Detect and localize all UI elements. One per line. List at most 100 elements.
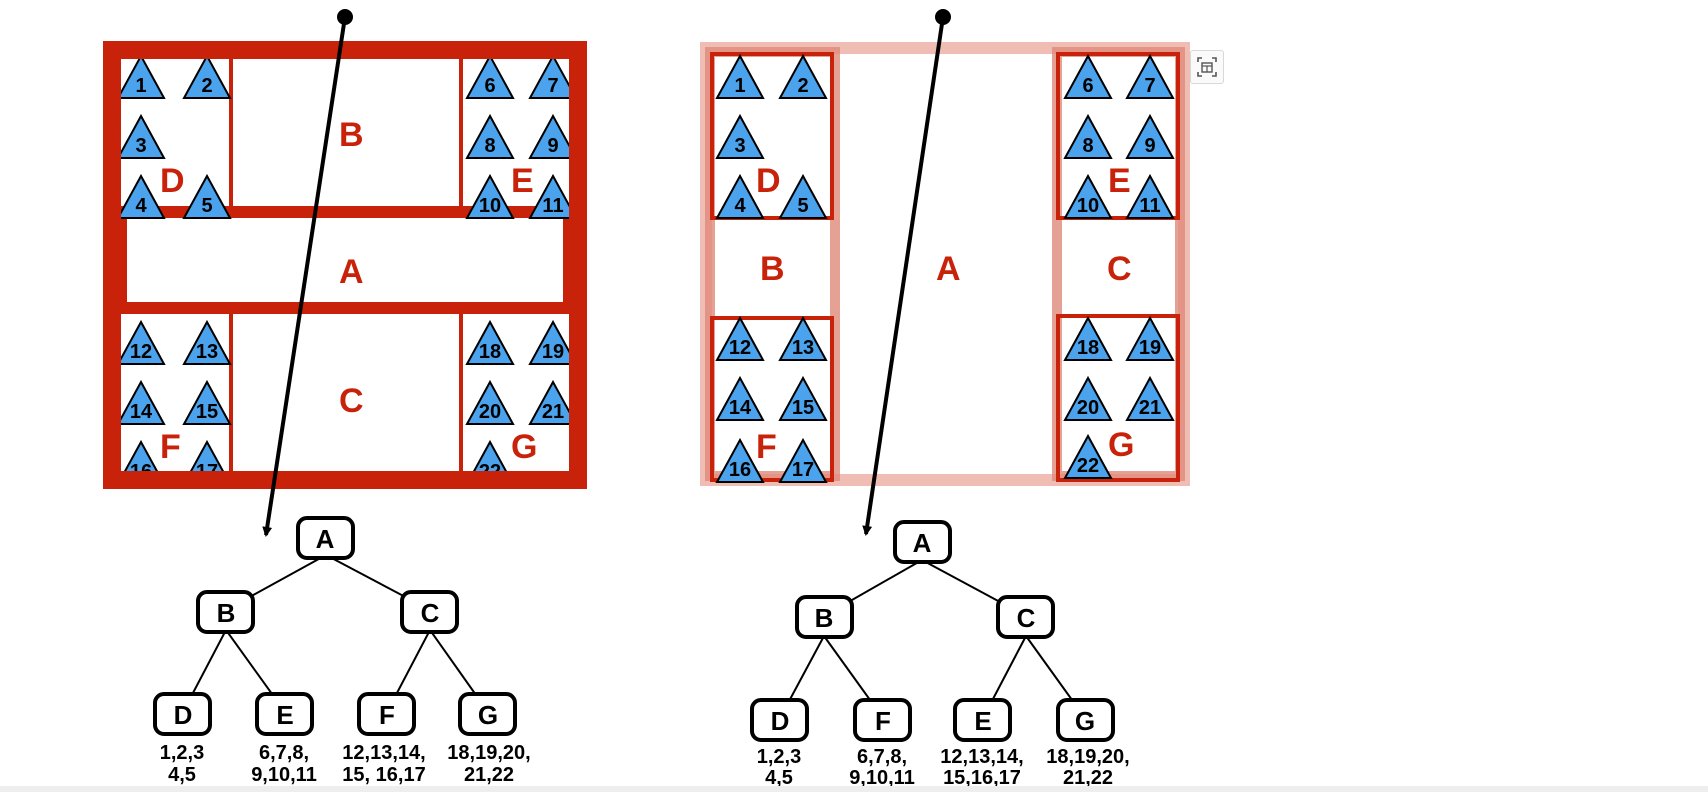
right-region-G-frame [1056,314,1180,482]
left-tree-leaf-E-items-1: 6,7,8, [259,742,309,764]
right-triangle-1 [715,53,765,99]
right-triangle-4-label: 4 [734,195,746,217]
right-label-G: G [1108,426,1134,464]
right-triangle-18 [1063,315,1113,361]
right-tree-node-B-label: B [815,603,834,633]
left-triangle-1-label: 1 [135,75,146,97]
left-triangle-6 [465,59,515,99]
right-triangle-13-label: 13 [792,337,814,359]
right-triangle-14 [715,375,765,421]
left-triangle-8 [465,113,515,159]
right-triangle-5 [778,173,828,219]
right-triangle-8-label: 8 [1082,135,1093,157]
left-tree-node-B-label: B [217,598,236,628]
right-tree-leaf-F-items-2: 9,10,11 [849,767,915,789]
right-triangle-7-label: 7 [1144,75,1155,97]
left-triangle-21 [528,379,569,425]
left-triangle-4-label: 4 [135,195,147,217]
right-tree-leaf-F [853,698,912,742]
left-triangle-17 [189,439,225,471]
right-tree-leaf-F-label: F [875,706,891,736]
right-ray [862,16,945,536]
left-label-C: C [339,382,364,420]
left-triangle-20-label: 20 [479,401,501,423]
left-triangle-13 [182,319,232,365]
left-tree-leaf-G-label: G [478,700,498,730]
right-triangle-19-label: 19 [1139,337,1161,359]
right-triangle-3-label: 3 [734,135,745,157]
left-triangle-7-label: 7 [547,75,558,97]
left-triangle-5 [182,173,232,219]
left-triangle-2-label: 2 [201,75,212,97]
left-triangle-3-label: 3 [135,135,146,157]
right-region-F-frame [710,316,834,482]
right-triangle-9-label: 9 [1144,135,1155,157]
left-triangle-8-label: 8 [484,135,495,157]
left-tree-leaf-E-label: E [276,700,293,730]
left-triangle-17-label: 17 [196,461,218,483]
right-triangle-22 [1063,433,1113,479]
right-triangle-6-label: 6 [1082,75,1093,97]
right-tree-leaf-E-items-2: 15,16,17 [943,767,1021,789]
right-tree-leaf-D-label: D [771,706,790,736]
left-triangle-22-label: 22 [479,461,501,483]
right-tree-leaf-G [1056,698,1115,742]
left-triangle-14-label: 14 [130,401,153,423]
right-triangle-8 [1063,113,1113,159]
left-label-G: G [511,428,537,466]
right-tree-node-C [996,595,1055,639]
left-tree-node-C-label: C [421,598,440,628]
right-triangle-12 [715,315,765,361]
right-triangle-6 [1063,53,1113,99]
right-triangle-5-label: 5 [797,195,808,217]
right-triangle-15-label: 15 [792,397,814,419]
left-tree-node-A-label: A [316,524,335,554]
right-triangle-2 [778,53,828,99]
left-triangle-18-label: 18 [479,341,501,363]
left-tree-node-A [296,516,355,560]
right-tree-node-C-label: C [1017,603,1036,633]
right-region-E-frame [1056,52,1180,220]
left-triangle-3 [121,113,166,159]
left-tree-leaf-D-items-2: 4,5 [168,764,196,786]
left-label-A: A [339,253,364,291]
left-triangle-9 [528,113,569,159]
screenshot-capture-icon [1197,57,1217,77]
right-tree-leaf-G-label: G [1075,706,1095,736]
left-triangle-19 [528,319,569,365]
left-triangle-13-label: 13 [196,341,218,363]
left-tree-leaf-D-items-1: 1,2,3 [160,742,204,764]
left-triangle-4 [121,173,166,219]
right-region-D-frame [710,52,834,220]
right-tree-leaf-E-label: E [974,706,991,736]
right-triangle-19 [1125,315,1175,361]
right-triangle-21 [1125,375,1175,421]
right-triangle-21-label: 21 [1139,397,1161,419]
right-triangle-17 [778,437,828,483]
left-tree-leaf-E [255,692,314,736]
left-triangle-14 [121,379,166,425]
right-triangle-4 [715,173,765,219]
left-triangle-20 [465,379,515,425]
right-tree-leaf-D [750,698,809,742]
right-triangle-12-label: 12 [729,337,751,359]
right-triangle-15 [778,375,828,421]
right-triangle-14-label: 14 [729,397,752,419]
right-tree: A B C D 1,2,3 4,5 F 6,7,8, 9,10,11 E 12,… [750,520,1130,789]
right-triangle-7 [1125,53,1175,99]
right-tree-leaf-D-items-1: 1,2,3 [757,746,801,768]
right-label-C: C [1107,250,1132,288]
left-tree-leaf-F-items-1: 12,13,14, [342,742,425,764]
right-triangle-20 [1063,375,1113,421]
left-triangle-12-label: 12 [130,341,152,363]
right-tree-leaf-E [953,698,1012,742]
left-label-E: E [511,162,534,200]
left-triangle-15 [182,379,232,425]
left-triangle-2 [182,59,232,99]
left-tree-node-B [196,590,255,634]
right-triangle-16 [715,437,765,483]
screenshot-capture-button[interactable] [1190,50,1224,84]
right-triangle-10 [1063,173,1113,219]
